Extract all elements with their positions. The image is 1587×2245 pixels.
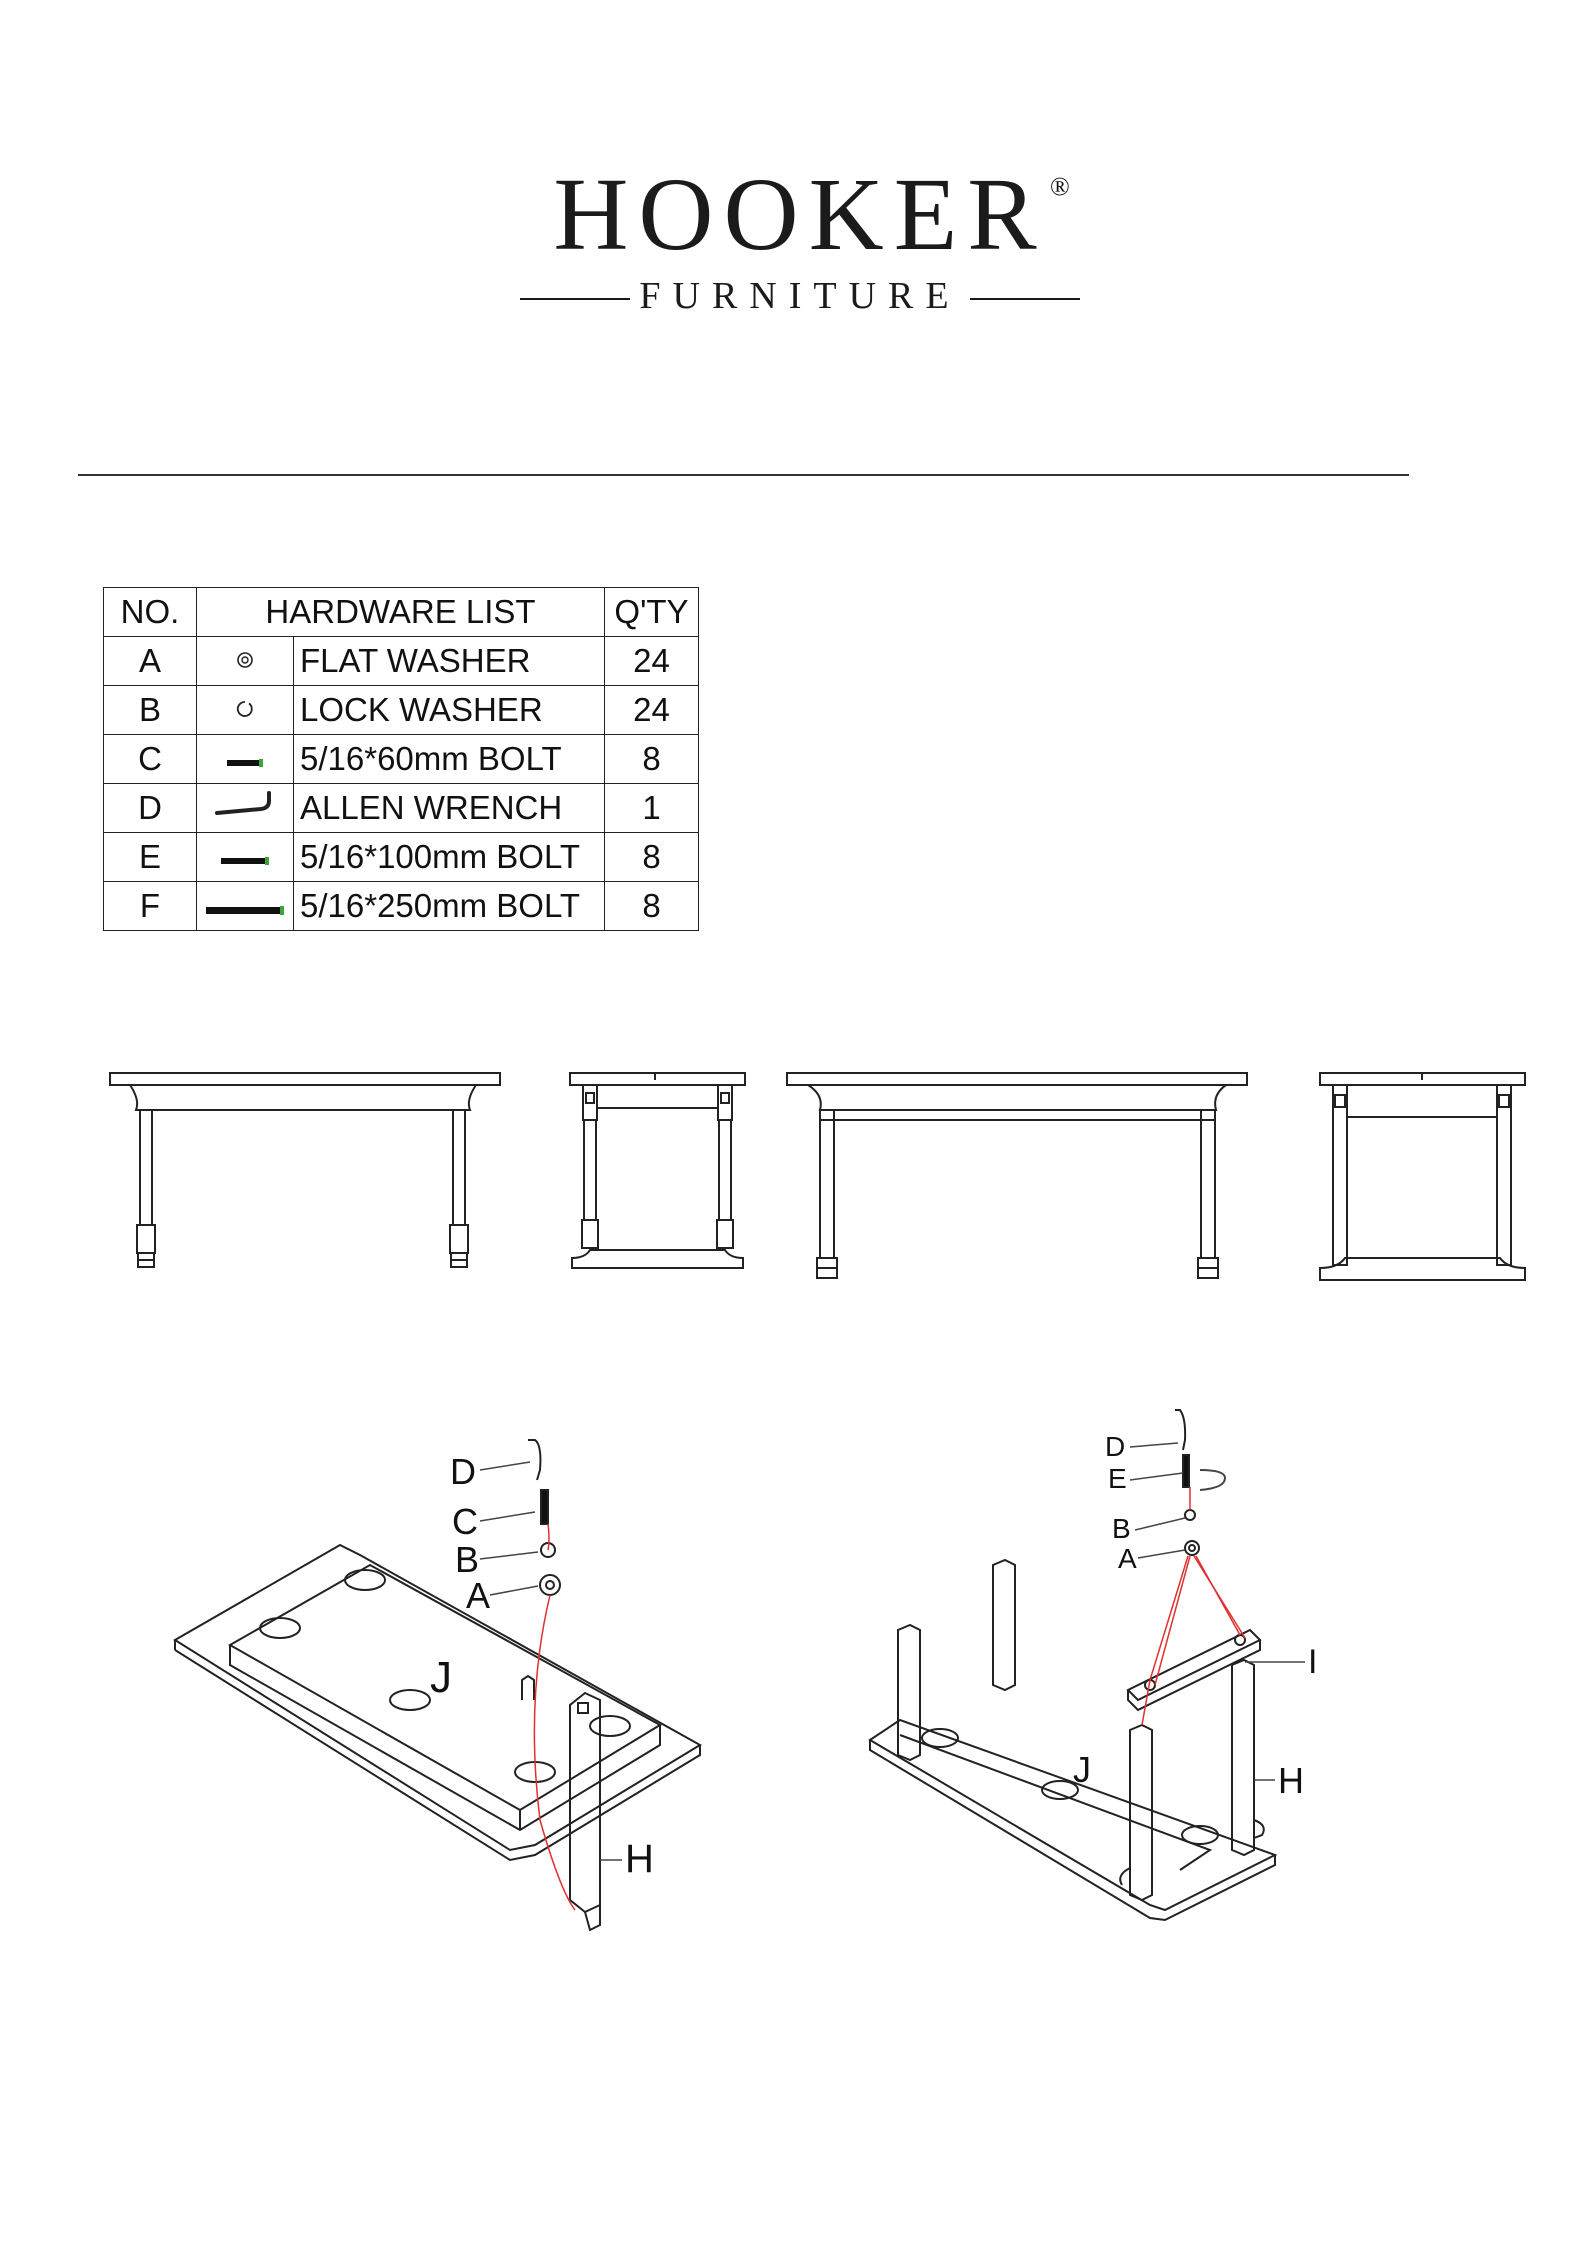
right-assembly-leader-lines	[1130, 1443, 1305, 1780]
label-d-left: D	[450, 1451, 476, 1492]
label-b-left: B	[455, 1539, 479, 1580]
label-j-left: J	[430, 1653, 452, 1702]
label-h-right: H	[1278, 1760, 1304, 1801]
label-a-right: A	[1118, 1543, 1137, 1574]
wide-side-elevation-drawing	[1320, 1073, 1525, 1280]
label-d-right: D	[1105, 1431, 1125, 1462]
long-front-elevation-drawing	[787, 1073, 1247, 1278]
label-i-right: I	[1308, 1643, 1317, 1681]
front-elevation-drawing	[110, 1073, 500, 1267]
side-elevation-drawing	[570, 1073, 745, 1268]
right-assembly-diagram	[870, 1410, 1275, 1920]
right-assembly-labels: D E B A I J H	[1073, 1431, 1317, 1801]
label-h-left: H	[625, 1837, 654, 1881]
label-c-left: C	[452, 1501, 478, 1542]
label-j-right: J	[1073, 1749, 1091, 1790]
label-b-right: B	[1112, 1513, 1131, 1544]
label-e-right: E	[1108, 1463, 1127, 1494]
right-assembly-guide-lines	[1142, 1487, 1245, 1725]
label-a-left: A	[466, 1575, 490, 1616]
